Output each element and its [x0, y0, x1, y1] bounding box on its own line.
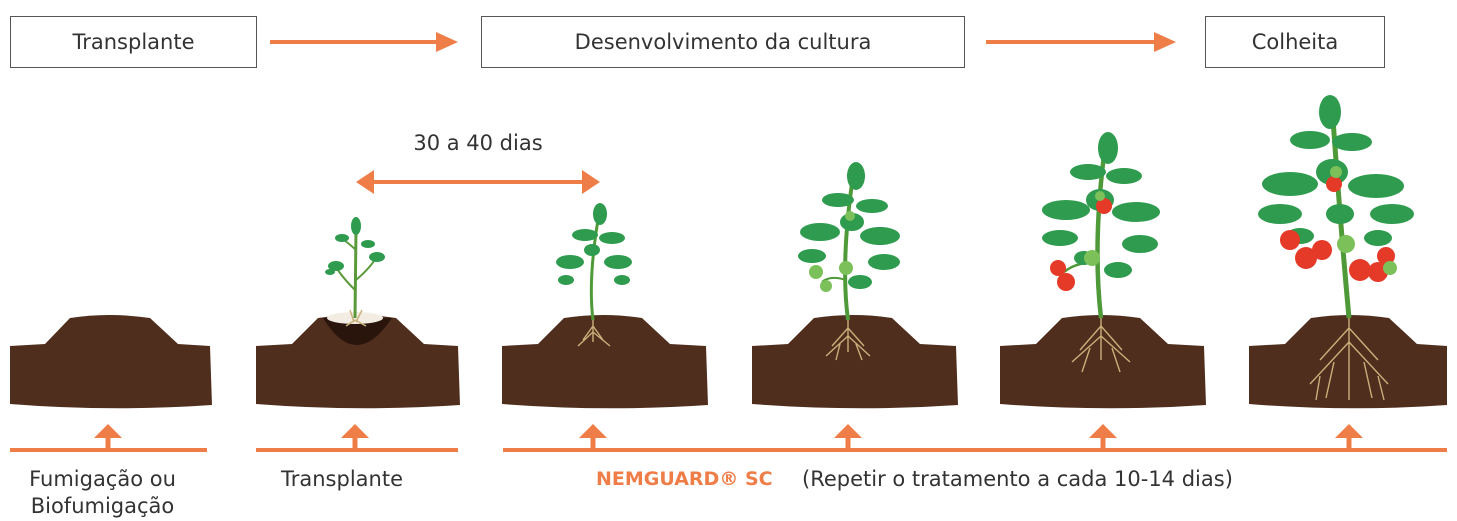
arrow-right-icon — [986, 32, 1176, 52]
arrow-right-icon — [270, 32, 458, 52]
interval-label: 30 a 40 dias — [413, 131, 543, 155]
stage-label-desenvolvimento: Desenvolvimento da cultura — [574, 30, 872, 54]
soil-mound-icon — [1000, 315, 1206, 409]
stage-label-transplante: Transplante — [72, 30, 195, 54]
arrow-up-icon — [579, 424, 607, 449]
roots — [345, 309, 1389, 401]
soil-mound-icon — [256, 312, 460, 409]
stage-label-colheita: Colheita — [1251, 30, 1339, 54]
brand-label: NEMGUARD® SC — [596, 468, 773, 490]
soil-mound-icon — [502, 315, 708, 409]
soil-mound-icon — [752, 315, 958, 409]
arrow-up-icon — [1335, 424, 1363, 449]
bottom-label-transplante: Transplante — [281, 467, 403, 491]
arrow-up-icon — [834, 424, 862, 449]
bottom-label-fumigacao-1: Fumigação ou — [29, 467, 176, 491]
tomato-plant-icon — [1042, 132, 1160, 319]
bottom-label-fumigacao-2: Biofumigação — [30, 494, 175, 518]
arrow-up-icon — [341, 424, 369, 449]
tomato-plant-icon — [325, 217, 385, 319]
double-arrow-icon — [356, 170, 600, 194]
stage-box-transplante: Transplante — [10, 16, 257, 68]
soil-mound-icon — [1249, 315, 1447, 409]
repeat-note: (Repetir o tratamento a cada 10-14 dias) — [802, 467, 1233, 491]
soil-mound-icon — [10, 315, 212, 409]
tomato-plant-icon — [556, 203, 632, 321]
tomato-plant-icon — [1258, 95, 1414, 319]
stage-box-colheita: Colheita — [1205, 16, 1385, 68]
stage-box-desenvolvimento: Desenvolvimento da cultura — [481, 16, 965, 68]
arrow-up-icon — [1089, 424, 1117, 449]
tomato-plant-icon — [798, 162, 900, 321]
arrow-up-icon — [94, 424, 122, 449]
